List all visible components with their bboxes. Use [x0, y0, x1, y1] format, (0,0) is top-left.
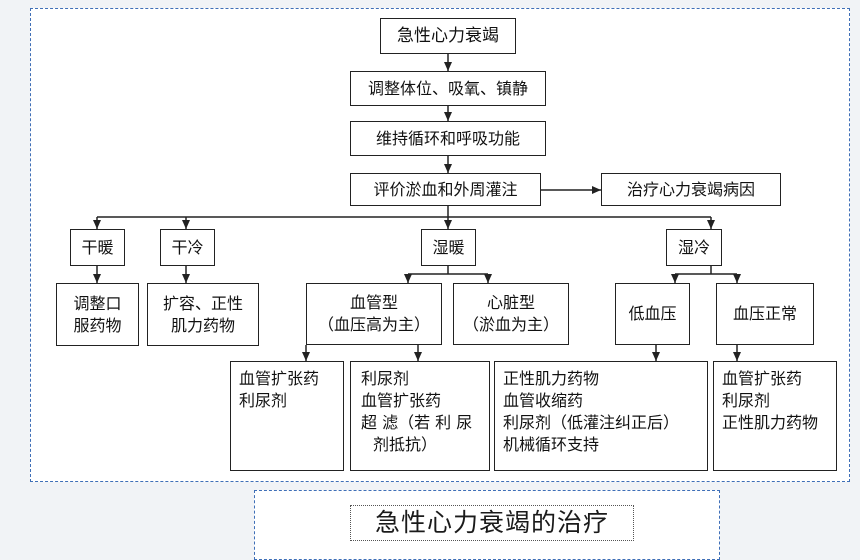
- treat-cause-text: 治疗心力衰竭病因: [626, 179, 755, 199]
- normal-bp-treatment-line-3: 正性肌力药物: [722, 413, 819, 432]
- dry-cold-box: 干冷: [160, 229, 215, 266]
- cardiac-type-line-1: 心脏型: [486, 293, 535, 312]
- vascular-treatment-line-1: 血管扩张药: [239, 369, 320, 388]
- cardiac-treatment-line-4: 剂抵抗）: [373, 435, 438, 454]
- step-position-oxygen-box: 调整体位、吸氧、镇静: [350, 71, 546, 106]
- cardiac-treatment-line-3: 超 滤（若 利 尿: [361, 413, 473, 432]
- dry-warm-treatment-line-1: 调整口: [73, 293, 122, 313]
- low-bp-treatment-line-4: 机械循环支持: [503, 435, 600, 454]
- vascular-type-box: 血管型 （血压高为主）: [306, 283, 442, 345]
- step-circulation-box: 维持循环和呼吸功能: [350, 121, 546, 156]
- low-bp-box: 低血压: [615, 283, 690, 345]
- vascular-type-line-1: 血管型: [349, 293, 398, 312]
- dry-cold-treatment-line-1: 扩容、正性: [162, 293, 243, 313]
- cardiac-treatment-box: 利尿剂 血管扩张药 超 滤（若 利 尿 剂抵抗）: [350, 361, 490, 471]
- wet-cold-text: 湿冷: [677, 237, 710, 257]
- wet-cold-box: 湿冷: [666, 229, 722, 266]
- normal-bp-treatment-box: 血管扩张药 利尿剂 正性肌力药物: [713, 361, 837, 471]
- low-bp-treatment-box: 正性肌力药物 血管收缩药 利尿剂（低灌注纠正后） 机械循环支持: [494, 361, 708, 471]
- normal-bp-treatment-line-2: 利尿剂: [722, 391, 771, 410]
- cardiac-type-line-2: （淤血为主）: [462, 315, 559, 334]
- step-circulation-text: 维持循环和呼吸功能: [375, 128, 520, 148]
- step-assess-box: 评价淤血和外周灌注: [350, 173, 541, 206]
- normal-bp-box: 血压正常: [716, 283, 814, 345]
- dry-warm-treatment-box: 调整口 服药物: [56, 283, 139, 346]
- vascular-treatment-box: 血管扩张药 利尿剂: [230, 361, 344, 471]
- vascular-type-line-2: （血压高为主）: [317, 315, 430, 334]
- cardiac-treatment-line-2: 血管扩张药: [361, 391, 442, 410]
- low-bp-treatment-line-1: 正性肌力药物: [503, 369, 600, 388]
- dry-cold-treatment-line-2: 肌力药物: [170, 315, 235, 335]
- normal-bp-treatment-line-1: 血管扩张药: [722, 369, 803, 388]
- step-assess-text: 评价淤血和外周灌注: [373, 179, 518, 199]
- normal-bp-text: 血压正常: [732, 304, 797, 323]
- vascular-treatment-line-2: 利尿剂: [239, 391, 288, 410]
- dry-warm-treatment-line-2: 服药物: [73, 315, 122, 335]
- treat-cause-box: 治疗心力衰竭病因: [601, 173, 781, 206]
- low-bp-treatment-line-2: 血管收缩药: [503, 391, 584, 410]
- dry-warm-box: 干暖: [70, 229, 125, 266]
- wet-warm-text: 湿暖: [432, 237, 465, 257]
- cardiac-treatment-line-1: 利尿剂: [361, 369, 410, 388]
- cardiac-type-box: 心脏型 （淤血为主）: [453, 283, 569, 345]
- wet-warm-box: 湿暖: [421, 229, 476, 266]
- step-position-oxygen-text: 调整体位、吸氧、镇静: [367, 78, 528, 98]
- dry-cold-text: 干冷: [171, 237, 204, 257]
- low-bp-text: 低血压: [628, 304, 677, 323]
- dry-cold-treatment-box: 扩容、正性 肌力药物: [147, 283, 259, 346]
- caption-title: 急性心力衰竭的治疗: [350, 505, 634, 541]
- title-box: 急性心力衰竭: [380, 18, 516, 54]
- low-bp-treatment-line-3: 利尿剂（低灌注纠正后）: [503, 413, 680, 432]
- title-text: 急性心力衰竭: [397, 26, 499, 46]
- dry-warm-text: 干暖: [81, 237, 114, 257]
